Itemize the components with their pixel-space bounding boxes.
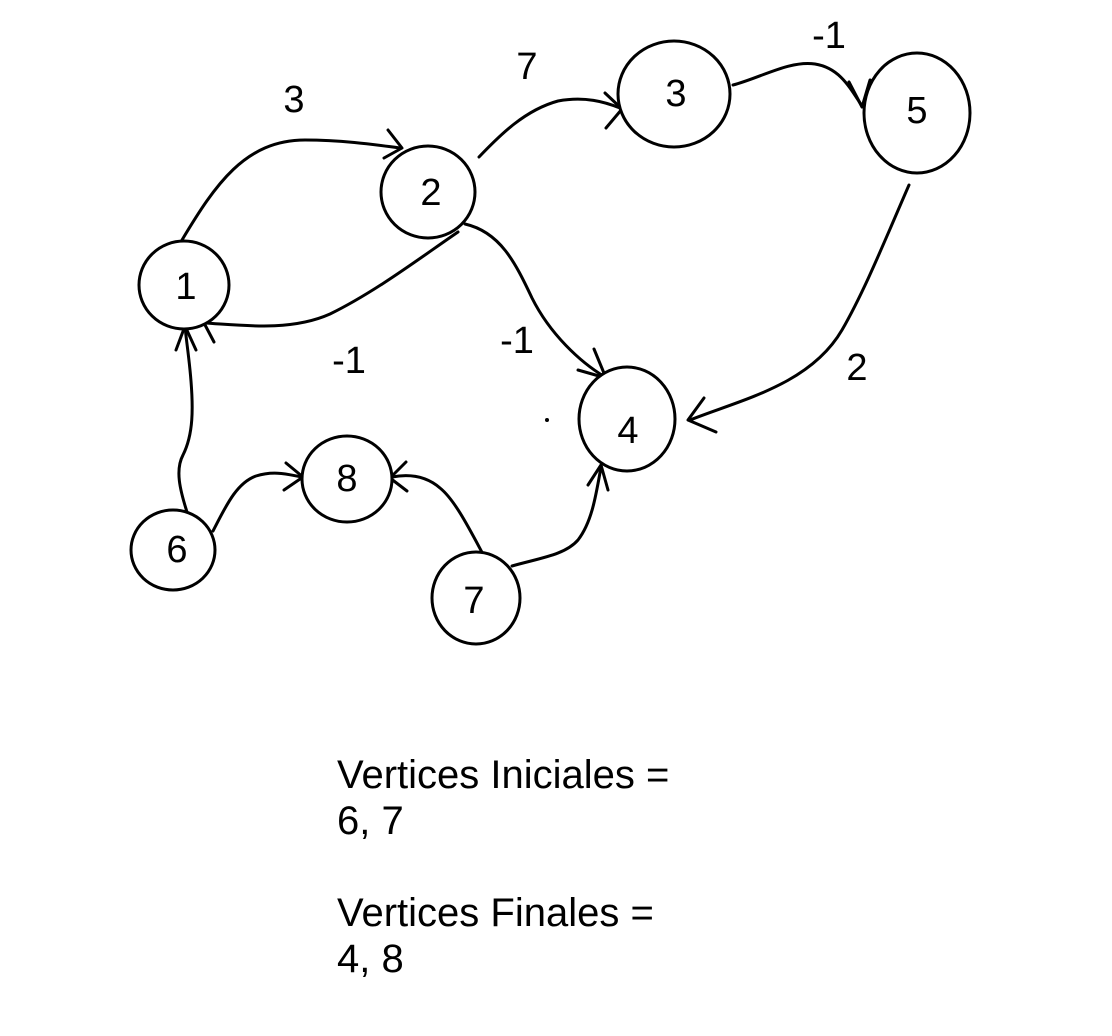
node-1-label: 1 — [175, 266, 196, 308]
node-6-circle — [129, 508, 217, 592]
node-2-circle — [379, 144, 477, 240]
edge-7-4-arrowhead — [586, 463, 610, 492]
edge-weights: 3 7 -1 -1 -1 2 — [283, 15, 867, 389]
node-2-label: 2 — [420, 172, 441, 214]
edge-3-5-line — [731, 61, 864, 108]
node-7-circle — [430, 550, 522, 646]
edge-7-4 — [510, 463, 610, 568]
node-2: 2 — [379, 144, 477, 240]
initial-vertices-block: Vertices Iniciales = 6, 7 — [337, 752, 669, 844]
node-6: 6 — [129, 508, 217, 592]
node-1-circle — [137, 239, 231, 331]
initial-vertices-values: 6, 7 — [337, 799, 404, 843]
edge-7-8 — [388, 460, 486, 558]
node-3-circle — [616, 39, 732, 149]
node-4-label: 4 — [617, 410, 638, 452]
edge-2-3 — [477, 91, 624, 159]
edge-3-5 — [731, 61, 872, 109]
edge-5-4-line — [688, 183, 911, 422]
edge-6-8-line — [211, 471, 304, 533]
edge-6-8 — [211, 461, 305, 533]
node-8: 8 — [300, 434, 394, 524]
edge-3-5-weight: -1 — [812, 15, 846, 57]
edge-2-1-weight: -1 — [332, 340, 366, 382]
edge-2-4 — [463, 222, 608, 380]
node-4: 4 — [577, 365, 677, 473]
nodes: 1 2 3 4 5 6 7 8 — [129, 39, 972, 646]
node-5-circle — [862, 51, 972, 175]
edge-5-4 — [686, 183, 911, 434]
edge-5-4-weight: 2 — [846, 347, 867, 389]
node-7-label: 7 — [463, 580, 484, 622]
edge-2-1-line — [203, 230, 460, 328]
node-3: 3 — [616, 39, 732, 149]
edge-1-2-arrowhead — [382, 128, 404, 160]
edge-6-1-line — [177, 324, 194, 514]
edge-6-1 — [174, 324, 198, 514]
node-4-circle — [577, 365, 677, 473]
vertices-notes: Vertices Iniciales = 6, 7 Vertices Final… — [337, 752, 669, 982]
edge-2-3-weight: 7 — [516, 46, 537, 88]
final-vertices-block: Vertices Finales = 4, 8 — [337, 890, 669, 982]
edge-2-4-weight: -1 — [500, 320, 534, 362]
node-8-label: 8 — [336, 458, 357, 500]
initial-vertices-title: Vertices Iniciales = — [337, 753, 670, 797]
edge-2-1 — [202, 230, 460, 344]
edge-7-8-line — [390, 474, 486, 558]
node-7: 7 — [430, 550, 522, 646]
stray-dot — [545, 418, 549, 422]
node-6-label: 6 — [166, 529, 187, 571]
edge-1-2-line — [180, 138, 402, 242]
node-8-circle — [300, 434, 394, 524]
node-3-label: 3 — [665, 73, 686, 115]
edges — [174, 61, 911, 568]
node-5: 5 — [862, 51, 972, 175]
final-vertices-title: Vertices Finales = — [337, 891, 654, 935]
edge-7-4-line — [510, 465, 603, 568]
node-5-label: 5 — [906, 90, 927, 132]
node-1: 1 — [137, 239, 231, 331]
edge-5-4-arrowhead — [686, 396, 718, 434]
edge-1-2 — [180, 128, 404, 242]
edge-2-3-line — [477, 97, 622, 159]
edge-1-2-weight: 3 — [283, 79, 304, 121]
final-vertices-values: 4, 8 — [337, 937, 404, 981]
edge-2-4-line — [463, 222, 607, 379]
